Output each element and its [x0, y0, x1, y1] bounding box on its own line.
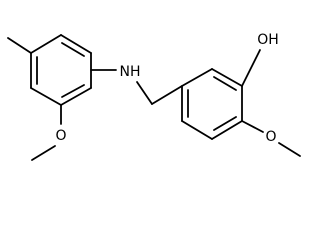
hydroxyl-oh: OH	[257, 32, 279, 48]
right-methoxy-oxygen: O	[265, 129, 276, 145]
right-methoxy-methyl-bond	[278, 142, 301, 157]
left-methoxy-methyl-bond	[31, 145, 56, 161]
right-benzene-ring	[181, 68, 243, 140]
nitrogen-to-ch2-bond	[136, 81, 153, 105]
left-methoxy-oxygen: O	[55, 128, 66, 144]
left-benzene-ring	[30, 34, 92, 106]
right-ring-to-oxygen-bond	[241, 120, 264, 133]
amine-nh: NH	[120, 64, 141, 80]
chemical-structure: O NH OH O	[7, 32, 301, 161]
methyl-bond	[7, 37, 32, 54]
ch2-to-right-ring-bond	[151, 85, 183, 105]
ring-to-hydroxyl-bond	[241, 49, 261, 87]
